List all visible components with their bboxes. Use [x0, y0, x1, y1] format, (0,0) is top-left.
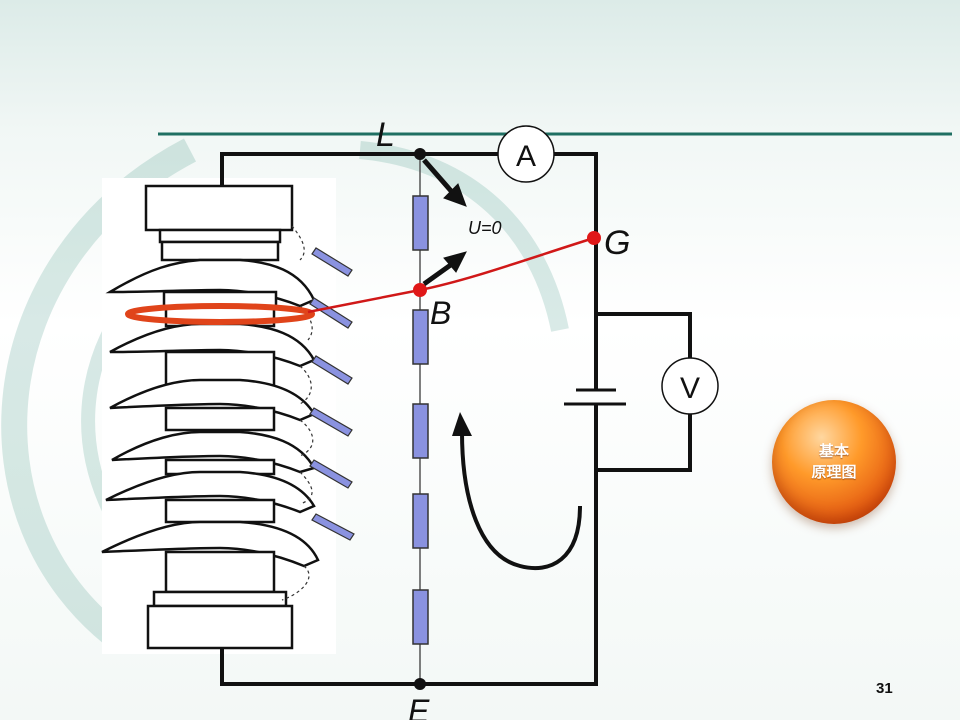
resistor-chain	[412, 195, 429, 645]
badge-line-2: 原理图	[811, 463, 857, 481]
insulator	[101, 184, 320, 650]
label-E: E	[408, 693, 430, 720]
node-E	[414, 678, 426, 690]
label-B: B	[430, 295, 451, 331]
potential-arrows	[422, 158, 467, 287]
resistor-1	[412, 195, 429, 251]
node-B	[413, 283, 427, 297]
node-G	[587, 231, 601, 245]
guard-ring	[125, 303, 315, 325]
voltage-label: U=0	[468, 218, 502, 238]
surface-leakage-path	[281, 225, 314, 601]
current-flow-arrow	[452, 412, 582, 571]
resistor-5	[412, 589, 429, 645]
principle-diagram-badge[interactable]: 基本 原理图	[772, 400, 896, 524]
badge-line-1: 基本	[818, 442, 849, 460]
ammeter-label: A	[516, 140, 536, 173]
label-G: G	[604, 224, 630, 262]
ammeter: A	[497, 125, 555, 183]
resistor-3	[412, 403, 429, 459]
label-L: L	[376, 116, 395, 154]
node-L	[414, 148, 426, 160]
resistor-2	[412, 309, 429, 365]
capacitance-strips	[309, 247, 355, 541]
circuit-wires	[220, 152, 692, 686]
page-number: 31	[876, 680, 893, 697]
voltmeter: V	[661, 357, 719, 415]
resistor-4	[412, 493, 429, 549]
voltmeter-label: V	[680, 372, 700, 405]
battery	[564, 388, 626, 406]
